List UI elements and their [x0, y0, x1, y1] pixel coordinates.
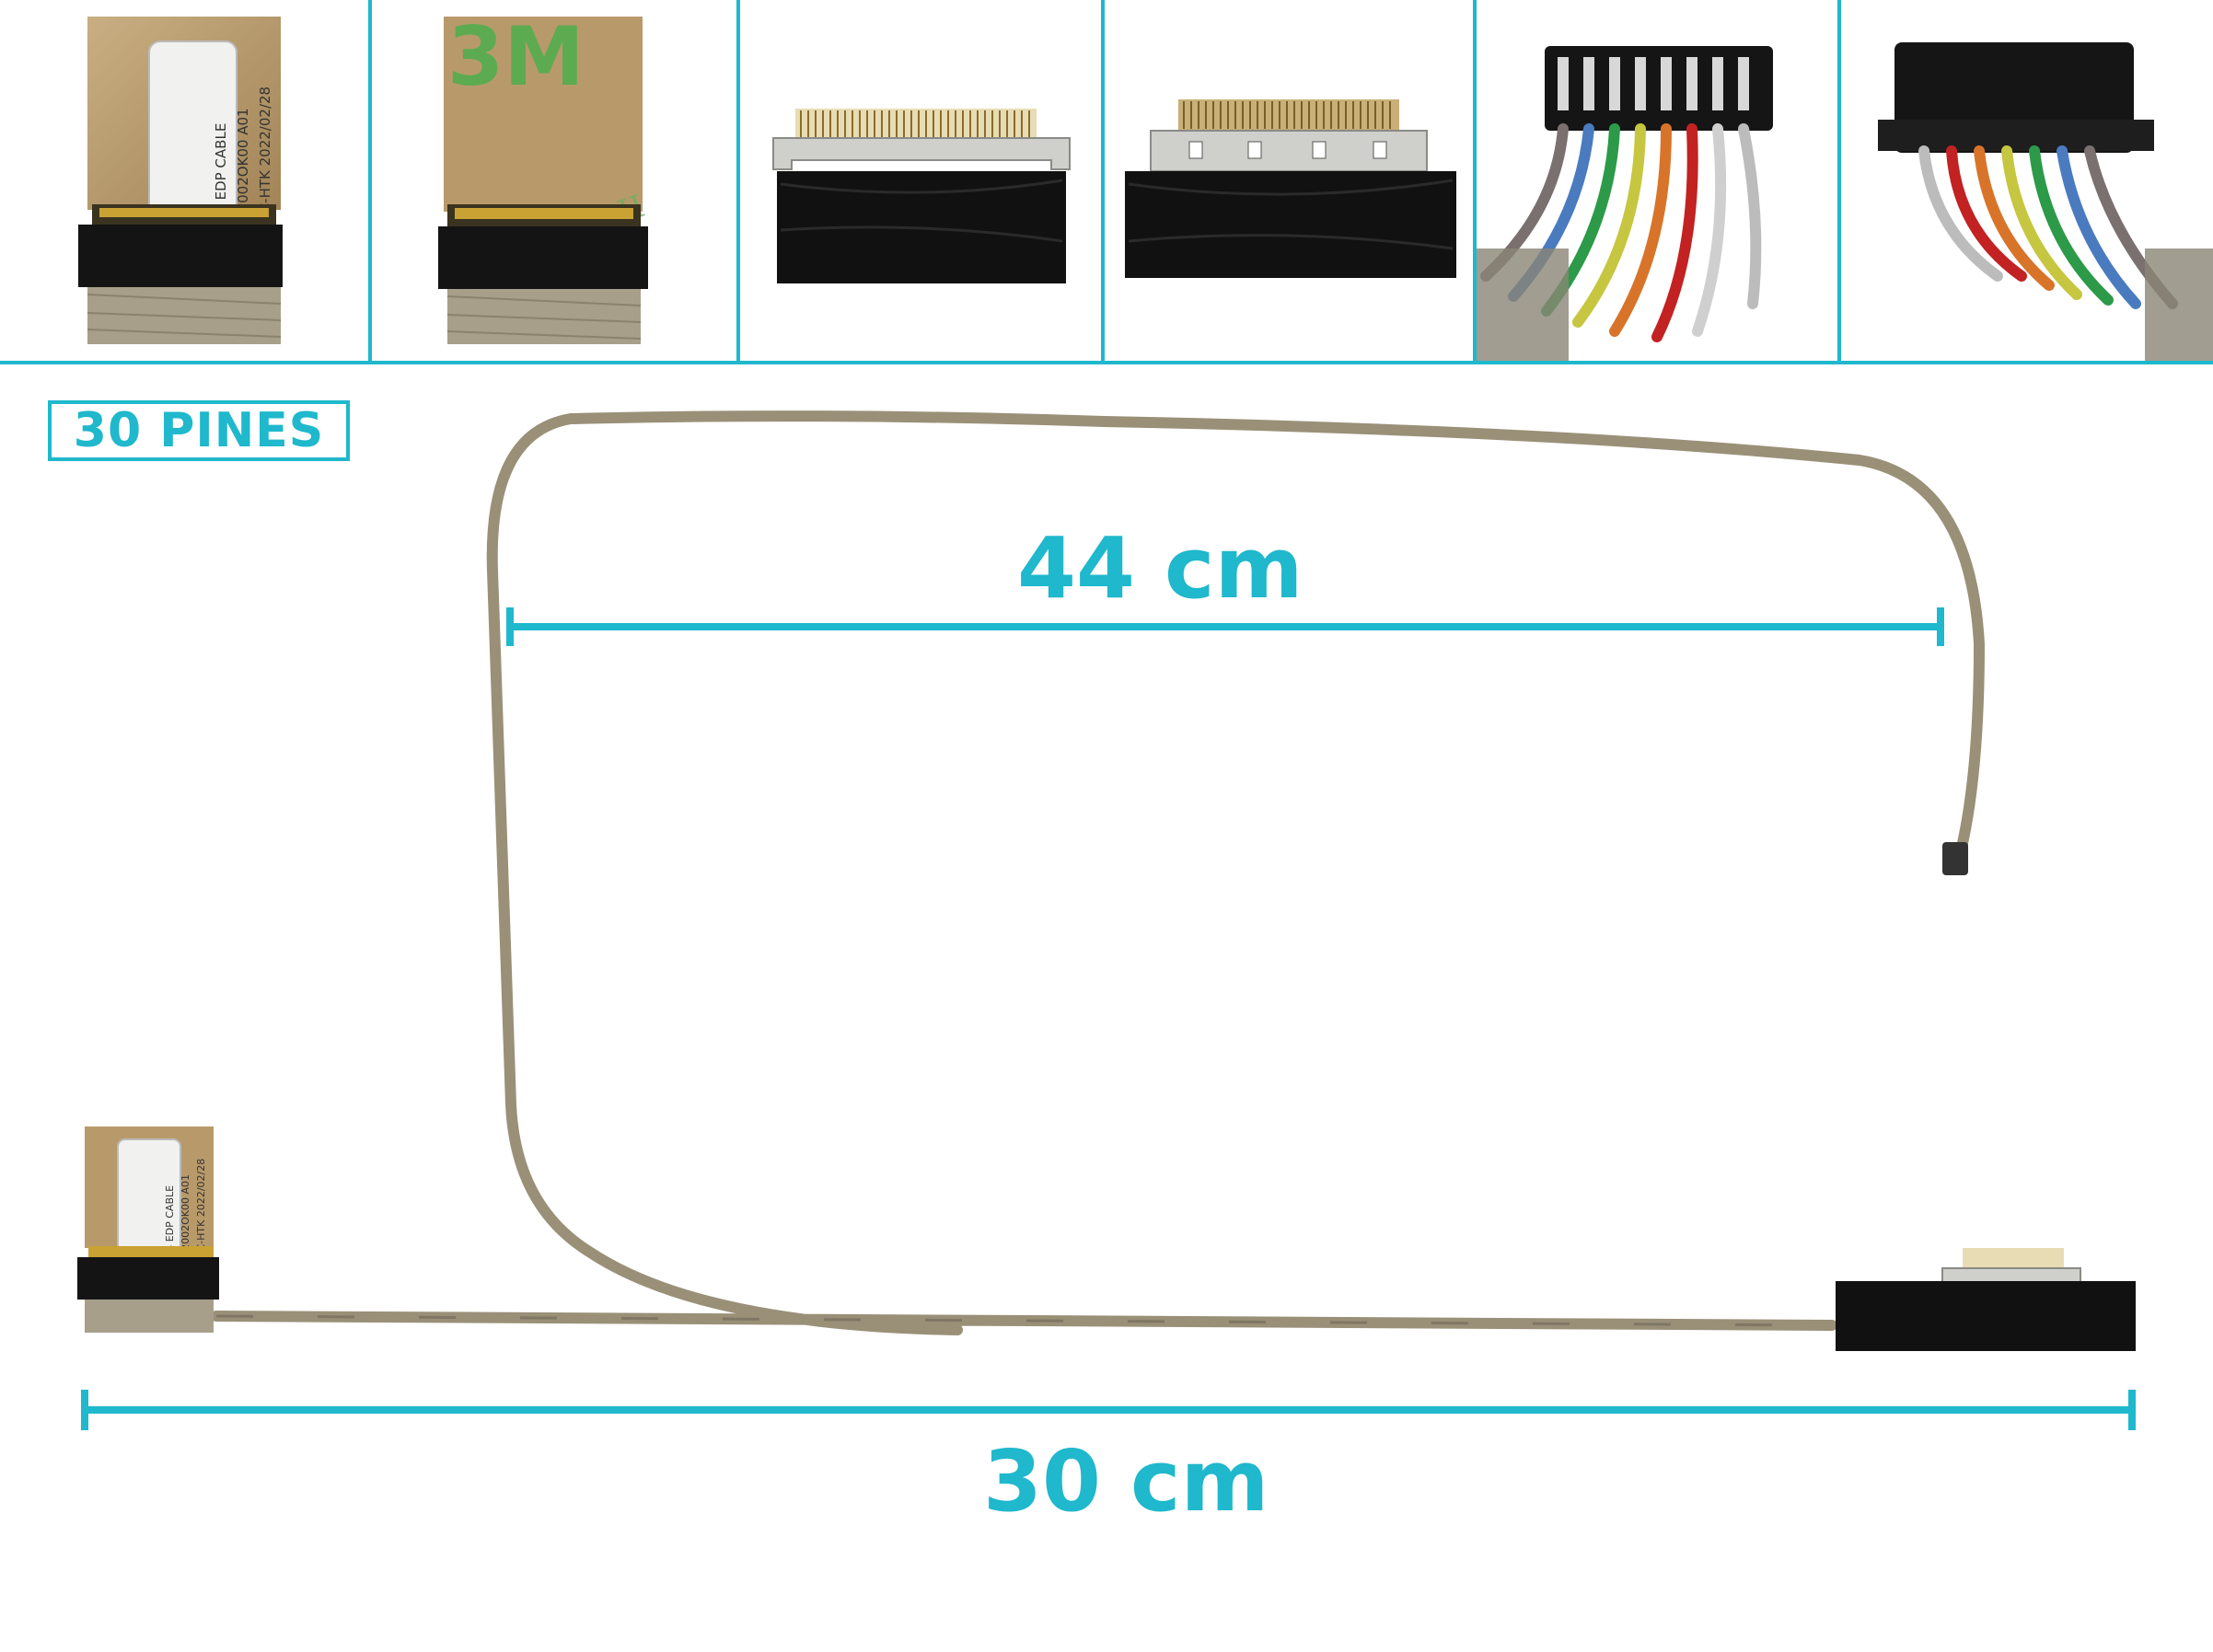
span-length-label: 30 cm [983, 1432, 1269, 1531]
wire-connector-front-photo [1477, 46, 1773, 361]
loop-end-connector [1942, 842, 1968, 875]
thumbnail-connector-top[interactable] [740, 0, 1105, 361]
thumbnail-tape-side[interactable]: 3M IP Adhesive [372, 0, 740, 361]
tape-brand-text: 3M [447, 9, 585, 104]
connector-top-photo [772, 109, 1071, 283]
connector-bottom-photo [1125, 99, 1456, 278]
left-label-line-3: NBXC-HTK 2022/02/28 [195, 1159, 207, 1272]
wire-connector-rear-photo [1878, 42, 2213, 361]
dimension-line-30 [81, 1390, 2136, 1430]
thumbnail-connector-bottom[interactable] [1105, 0, 1477, 361]
left-connector: ZIWB EDP CABLE DC02002OK00 A01 NBXC-HTK … [77, 1126, 219, 1333]
thumbnail-strip: ZIWB EDP CABLE DC02002OK00 A01 NBXC-HTK … [0, 0, 2213, 364]
thumbnail-wire-connector-front[interactable] [1477, 0, 1841, 361]
label-side-photo: ZIWB EDP CABLE DC02002OK00 A01 NBXC-HTK … [78, 17, 283, 344]
dimension-line-44 [506, 607, 1944, 646]
label-line-3: NBXC-HTK 2022/02/28 [257, 87, 273, 241]
cable-photo: ZIWB EDP CABLE DC02002OK00 A01 NBXC-HTK … [77, 410, 2136, 1430]
thumbnail-wire-connector-rear[interactable] [1841, 0, 2213, 361]
tape-side-photo: 3M IP Adhesive [438, 9, 649, 344]
pins-badge: 30 PINES [48, 400, 350, 461]
thumbnail-label-side[interactable]: ZIWB EDP CABLE DC02002OK00 A01 NBXC-HTK … [0, 0, 372, 361]
cable-length-label: 44 cm [1017, 519, 1303, 618]
right-connector [1836, 1248, 2136, 1351]
